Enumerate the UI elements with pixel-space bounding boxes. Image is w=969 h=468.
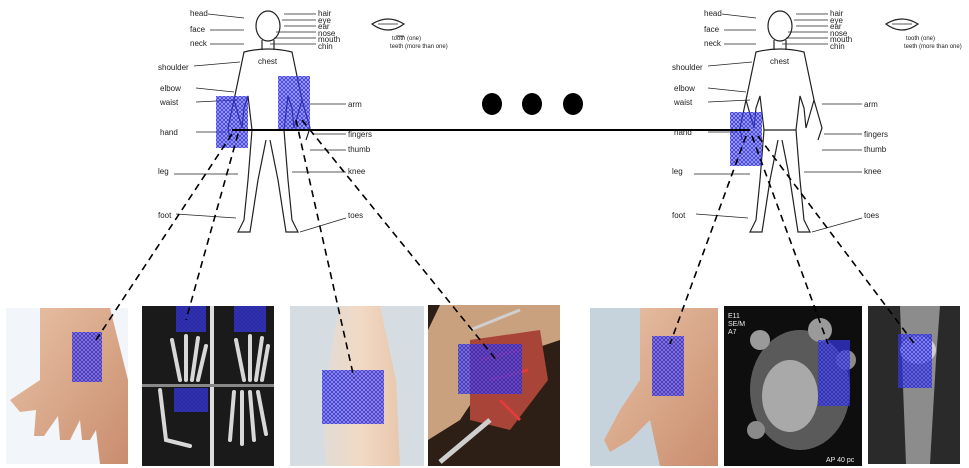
label-chest: chest <box>770 57 790 66</box>
highlight <box>818 340 850 406</box>
label-leg: leg <box>158 167 169 176</box>
label-foot: foot <box>158 211 172 220</box>
highlight-left-wrist <box>216 96 248 148</box>
label-neck: neck <box>704 39 722 48</box>
mri-text-1: E11 <box>728 313 740 320</box>
label-chin: chin <box>830 42 845 51</box>
wrist-ct-photo <box>868 306 960 464</box>
label-leg: leg <box>672 167 683 176</box>
body-figure-right: head face neck shoulder elbow waist hand… <box>672 9 962 232</box>
label-face: face <box>190 25 206 34</box>
label-arm: arm <box>864 100 878 109</box>
dashed-connector <box>186 134 238 320</box>
ellipsis <box>482 93 583 115</box>
highlight-right-hand <box>730 112 762 166</box>
highlight <box>234 306 266 332</box>
label-shoulder: shoulder <box>158 63 189 72</box>
label-waist: waist <box>159 98 179 107</box>
label-toes: toes <box>348 211 363 220</box>
label-hand: hand <box>160 128 178 137</box>
highlight-left-forearm <box>278 76 310 130</box>
label-shoulder: shoulder <box>672 63 703 72</box>
teeth-icon-right <box>886 19 918 30</box>
label-thumb: thumb <box>864 145 887 154</box>
highlight <box>322 370 384 424</box>
label-head: head <box>704 9 722 18</box>
label-waist: waist <box>673 98 693 107</box>
labels-right: head face neck shoulder elbow waist hand… <box>672 9 962 220</box>
forearm-photo <box>290 306 424 466</box>
label-tooth-one: tooth (one) <box>906 36 935 42</box>
highlight <box>174 388 208 412</box>
label-elbow: elbow <box>160 84 181 93</box>
mri-footer: AP 40 pc <box>826 457 855 464</box>
label-neck: neck <box>190 39 208 48</box>
highlight <box>176 306 206 332</box>
teeth-icon-left <box>372 19 404 30</box>
mri-text-3: A7 <box>728 329 737 336</box>
surgery-photo <box>428 305 560 466</box>
ellipsis-dot <box>482 93 502 115</box>
highlight <box>898 334 932 388</box>
ellipsis-dot <box>522 93 542 115</box>
label-chest: chest <box>258 57 278 66</box>
highlight <box>458 344 522 394</box>
thumb-photo <box>590 308 718 466</box>
label-fingers: fingers <box>864 130 888 139</box>
label-chin: chin <box>318 42 333 51</box>
mri-text-2: SE/M <box>728 321 745 328</box>
highlight <box>652 336 684 396</box>
label-teeth-many: teeth (more than one) <box>390 44 448 50</box>
label-thumb: thumb <box>348 145 371 154</box>
wrist-photo <box>6 308 128 464</box>
label-face: face <box>704 25 720 34</box>
label-arm: arm <box>348 100 362 109</box>
highlight <box>72 332 102 382</box>
hand-xray-photo <box>142 306 274 466</box>
label-elbow: elbow <box>674 84 695 93</box>
label-tooth-one: tooth (one) <box>392 36 421 42</box>
label-toes: toes <box>864 211 879 220</box>
label-foot: foot <box>672 211 686 220</box>
ellipsis-dot <box>563 93 583 115</box>
label-knee: knee <box>348 167 366 176</box>
label-fingers: fingers <box>348 130 372 139</box>
wrist-mri-photo: E11 SE/M A7 AP 40 pc <box>724 306 862 466</box>
label-head: head <box>190 9 208 18</box>
label-teeth-many: teeth (more than one) <box>904 44 962 50</box>
label-knee: knee <box>864 167 882 176</box>
